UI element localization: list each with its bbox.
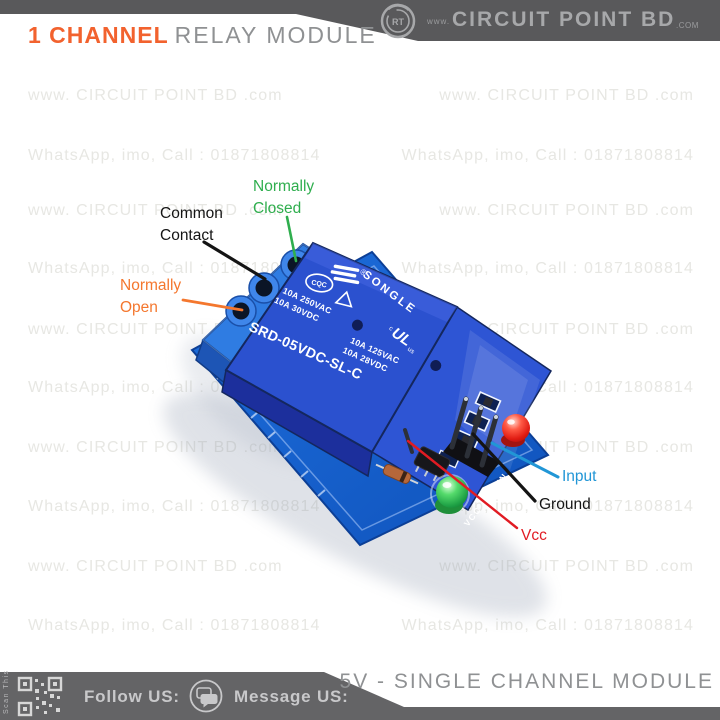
watermark-row: WhatsApp, imo, Call : 01871808814 WhatsAp… bbox=[0, 617, 720, 635]
svg-text:10A 250VAC: 10A 250VAC bbox=[281, 285, 333, 316]
svg-text:10A 28VDC: 10A 28VDC bbox=[341, 345, 389, 374]
label-line: Closed bbox=[253, 200, 302, 218]
title-rest: RELAY MODULE bbox=[174, 22, 377, 48]
watermark-row: WhatsApp, imo, Call : 01871808814 WhatsAp… bbox=[0, 147, 720, 165]
label-line: Normally bbox=[120, 277, 182, 294]
watermark-text: www. CIRCUIT POINT BD .com bbox=[439, 202, 694, 219]
watermark-text: WhatsApp, imo, Call : 01871808814 bbox=[28, 617, 321, 634]
scan-this-label: Scan This bbox=[3, 669, 10, 715]
svg-text:10A 30VDC: 10A 30VDC bbox=[273, 295, 321, 324]
qr-code bbox=[17, 676, 63, 717]
brand-url-prefix: www. bbox=[427, 17, 451, 26]
watermark-text: WhatsApp, imo, Call : 01871808814 bbox=[401, 379, 694, 396]
watermark-row: WhatsApp, imo, Call : 01871808814 WhatsAp… bbox=[0, 379, 720, 397]
label-vcc: Vcc bbox=[521, 527, 547, 544]
watermark-text: www. CIRCUIT POINT BD .com bbox=[28, 87, 283, 104]
recycle-triangle-icon bbox=[334, 290, 353, 308]
watermark-text: WhatsApp, imo, Call : 01871808814 bbox=[28, 147, 321, 164]
watermark-text: www. CIRCUIT POINT BD .com bbox=[439, 439, 694, 456]
watermark-text: WhatsApp, imo, Call : 01871808814 bbox=[401, 617, 694, 634]
watermark-text: WhatsApp, imo, Call : 01871808814 bbox=[28, 379, 321, 396]
chat-bubbles-icon bbox=[189, 679, 223, 713]
watermark-row: www. CIRCUIT POINT BD .com www. CIRCUIT P… bbox=[0, 87, 720, 105]
brand-url-suffix: .COM bbox=[676, 21, 699, 30]
pin-header bbox=[403, 396, 500, 477]
watermark-text: www. CIRCUIT POINT BD .com bbox=[28, 558, 283, 575]
label-line: Normally bbox=[253, 178, 315, 195]
brand-logo-icon: RT bbox=[380, 3, 416, 39]
label-line: Common bbox=[160, 205, 223, 222]
diode bbox=[375, 463, 419, 485]
watermark-row: www. CIRCUIT POINT BD .com www. CIRCUIT P… bbox=[0, 439, 720, 457]
brand-monogram: RT bbox=[392, 17, 404, 27]
watermark-text: www. CIRCUIT POINT BD .com bbox=[439, 321, 694, 338]
label-line: Contact bbox=[160, 227, 214, 245]
watermark-text: WhatsApp, imo, Call : 01871808814 bbox=[28, 498, 321, 515]
watermark-text: WhatsApp, imo, Call : 01871808814 bbox=[401, 147, 694, 164]
product-name: 5V - SINGLE CHANNEL MODULE bbox=[339, 670, 714, 693]
brand-name: CIRCUIT POINT BD bbox=[452, 8, 676, 31]
board-shadow bbox=[163, 334, 547, 618]
svg-text:CQC: CQC bbox=[311, 279, 328, 289]
watermark-text: www. CIRCUIT POINT BD .com bbox=[439, 558, 694, 575]
watermark-text: www. CIRCUIT POINT BD .com bbox=[28, 202, 283, 219]
watermark-row: www. CIRCUIT POINT BD .com www. CIRCUIT P… bbox=[0, 321, 720, 339]
label-common-contact: Common Contact bbox=[160, 203, 223, 248]
title-highlight: 1 CHANNEL bbox=[28, 22, 169, 48]
watermark-text: www. CIRCUIT POINT BD .com bbox=[28, 321, 283, 338]
label-normally-closed: Normally Closed bbox=[253, 176, 314, 221]
watermark-text: WhatsApp, imo, Call : 01871808814 bbox=[401, 260, 694, 277]
label-input: Input bbox=[562, 468, 597, 485]
label-line: Open bbox=[120, 299, 158, 317]
label-ground: Ground bbox=[539, 496, 591, 513]
watermark-text: www. CIRCUIT POINT BD .com bbox=[439, 87, 694, 104]
label-normally-open: Normally Open bbox=[120, 275, 181, 320]
svg-text:us: us bbox=[406, 346, 416, 356]
follow-us-label: Follow US: bbox=[84, 687, 180, 706]
watermark-row: www. CIRCUIT POINT BD .com www. CIRCUIT P… bbox=[0, 202, 720, 220]
watermark-row: www. CIRCUIT POINT BD .com www. CIRCUIT P… bbox=[0, 558, 720, 576]
message-us-label: Message US: bbox=[234, 687, 349, 706]
watermark-text: www. CIRCUIT POINT BD .com bbox=[28, 439, 283, 456]
svg-text:10A 125VAC: 10A 125VAC bbox=[349, 335, 401, 366]
